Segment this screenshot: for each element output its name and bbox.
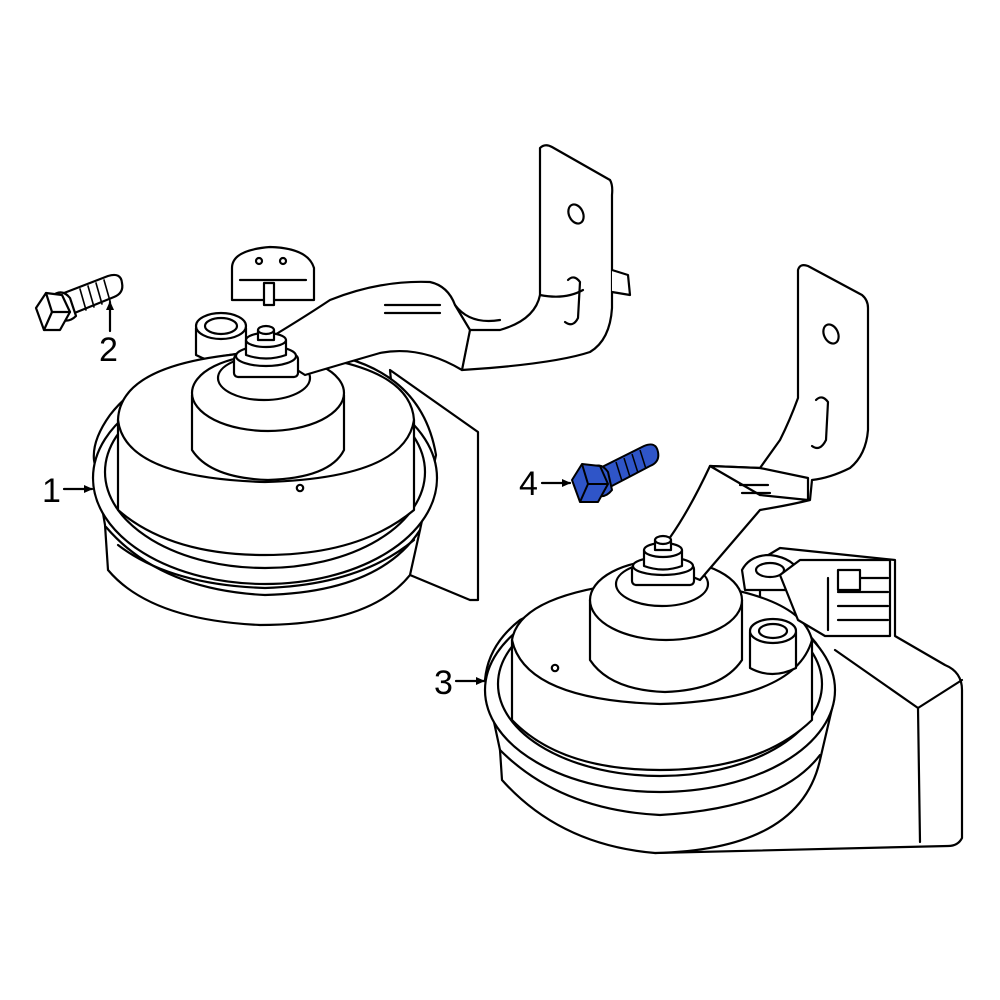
- callout-4: 4: [519, 465, 572, 503]
- callout-3: 3: [434, 664, 486, 702]
- horn-3[interactable]: [483, 264, 964, 855]
- bolt-2[interactable]: [34, 273, 124, 332]
- bolt-2-shank: [62, 273, 124, 316]
- callout-1: 1: [42, 472, 94, 510]
- horn-1-bracket: [256, 144, 614, 377]
- bolt-4-shank: [599, 443, 660, 489]
- horn-1-connector: [230, 245, 316, 302]
- callout-4-label: 4: [519, 465, 538, 503]
- callout-2-label: 2: [99, 331, 118, 369]
- horn-3-bracket: [650, 264, 870, 582]
- callout-1-label: 1: [42, 472, 61, 510]
- bolt-4[interactable]: [571, 443, 660, 503]
- callout-2: 2: [99, 300, 118, 369]
- horn-1[interactable]: [91, 144, 632, 627]
- callout-3-label: 3: [434, 664, 453, 702]
